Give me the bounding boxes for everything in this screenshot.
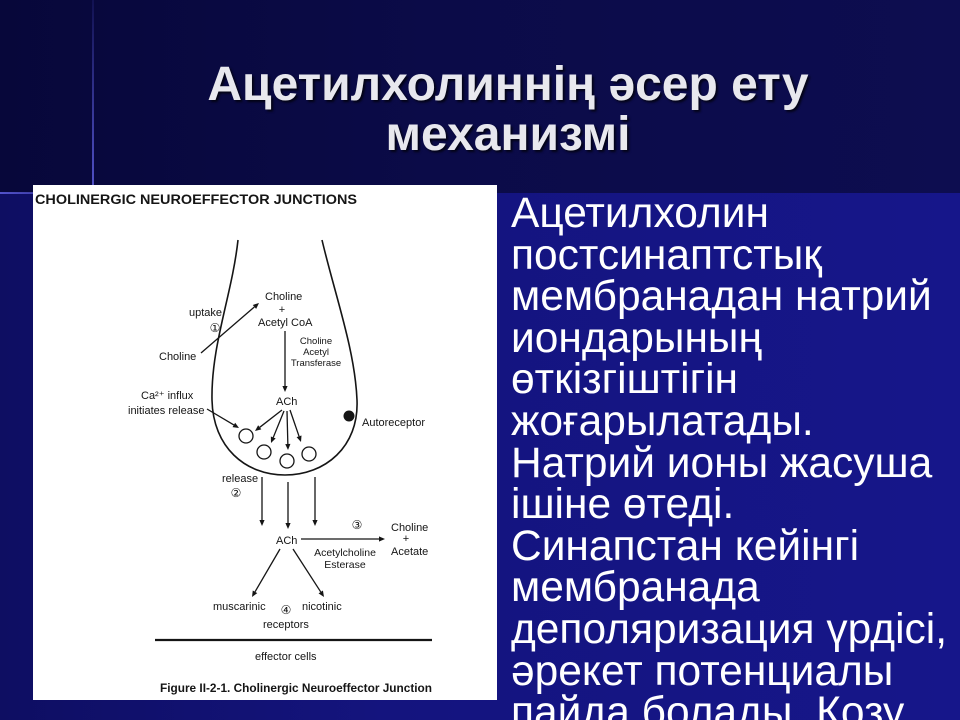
cholinergic-junction-diagram: CHOLINERGIC NEUROEFFECTOR JUNCTIONS Chol… <box>35 192 432 695</box>
body-text-line: мембранада <box>511 564 760 612</box>
vesicle <box>238 428 254 444</box>
step-number-3: ③ <box>352 518 363 532</box>
vesicle <box>301 446 317 462</box>
arrow-head <box>259 520 265 526</box>
label-transferase-line: Transferase <box>291 358 341 369</box>
arrow-head <box>255 425 262 431</box>
ach-to-vesicle-arrow <box>255 409 283 431</box>
arrow-shaft <box>254 548 281 593</box>
body-text-line: жоғарылатады. <box>511 397 814 445</box>
label-plus-top: + <box>279 304 285 316</box>
label-product-plus: + <box>403 533 409 545</box>
arrow-shaft <box>206 408 235 426</box>
slide-background-top-band <box>0 0 960 193</box>
body-text-line: өткізгіштігін <box>511 356 738 404</box>
arrow-head <box>318 590 324 597</box>
cholinergic-junction-figure: CHOLINERGIC NEUROEFFECTOR JUNCTIONS Chol… <box>33 185 497 700</box>
label-acetyl-coa: Acetyl CoA <box>258 317 313 329</box>
body-text-line: мембранадан натрий <box>511 273 932 321</box>
arrow-head <box>285 523 291 529</box>
vesicle <box>256 444 272 460</box>
body-text-line: Синапстан кейінгі <box>511 522 860 570</box>
step-number-2: ② <box>231 486 242 500</box>
step-number-4: ④ <box>281 603 292 617</box>
label-autoreceptor: Autoreceptor <box>362 417 425 429</box>
arrow-head <box>296 435 302 442</box>
body-text-line: постсинаптстық <box>511 231 822 279</box>
acetyl-coa-to-ach-arrow <box>282 331 288 392</box>
body-text-line: әрекет потенциалы <box>511 647 894 695</box>
arrow-head <box>312 520 318 526</box>
label-esterase-line: Esterase <box>324 559 366 571</box>
body-text-line: пайда болады. Қозу <box>511 689 905 720</box>
decorative-vertical-line <box>92 0 94 193</box>
label-release: release <box>222 473 258 485</box>
release-arrow <box>285 482 291 529</box>
release-arrow <box>312 477 318 526</box>
arrow-head <box>252 303 259 309</box>
label-muscarinic: muscarinic <box>213 601 266 613</box>
arrow-shaft <box>289 409 300 437</box>
body-text-line: Натрий ионы жасуша <box>511 439 933 487</box>
label-initiates-release: initiates release <box>128 405 204 417</box>
slide-title: Ацетилхолиннің әсер ету механизмі <box>68 60 948 160</box>
uptake-arrow <box>200 303 259 354</box>
hydrolysis-arrow <box>301 536 385 542</box>
body-text-line: деполяризация үрдісі, <box>511 605 948 653</box>
figure-caption: Figure II-2-1. Cholinergic Neuroeffector… <box>160 683 432 695</box>
nerve-terminal-outline <box>211 239 358 476</box>
vesicle <box>279 453 295 469</box>
arrow-shaft <box>200 306 255 354</box>
label-product-acetate: Acetate <box>391 546 428 558</box>
label-choline-extracellular: Choline <box>159 351 196 363</box>
label-ca-influx: Ca²⁺ influx <box>141 390 194 402</box>
autoreceptor-dot <box>343 410 355 422</box>
arrow-shaft <box>259 409 283 428</box>
label-ach-terminal: ACh <box>276 396 297 408</box>
ach-to-vesicle-arrow <box>285 410 291 450</box>
release-arrow <box>259 477 265 526</box>
muscarinic-receptor-arrow <box>252 548 281 597</box>
slide-title-line: механизмі <box>385 108 631 161</box>
label-uptake: uptake <box>189 307 222 319</box>
label-ach-cleft: ACh <box>276 535 297 547</box>
arrow-head <box>285 443 291 450</box>
label-choline-top: Choline <box>265 291 302 303</box>
label-product-choline: Choline <box>391 522 428 534</box>
label-transferase-line: Choline <box>300 336 332 347</box>
arrow-shaft <box>272 410 285 438</box>
arrow-head <box>282 386 288 392</box>
ca-influx-arrow <box>206 408 239 428</box>
arrow-head <box>270 436 276 443</box>
label-nicotinic: nicotinic <box>302 601 342 613</box>
ach-to-vesicle-arrow <box>289 409 302 442</box>
arrow-head <box>232 422 239 428</box>
body-text-line: Ацетилхолин <box>511 193 769 237</box>
step-number-1: ① <box>210 321 221 335</box>
arrow-head <box>379 536 385 542</box>
ach-to-vesicle-arrow <box>270 410 285 443</box>
label-effector-cells: effector cells <box>255 651 317 663</box>
body-text-line: ішіне өтеді. <box>511 481 735 529</box>
slide-body-text: Ацетилхолин постсинаптстық мембранадан н… <box>511 193 960 720</box>
label-esterase-line: Acetylcholine <box>314 547 376 559</box>
arrow-head <box>252 590 258 597</box>
figure-header: CHOLINERGIC NEUROEFFECTOR JUNCTIONS <box>35 192 357 207</box>
arrow-shaft <box>286 410 289 445</box>
slide-title-line: Ацетилхолиннің әсер ету <box>207 58 809 111</box>
label-transferase-line: Acetyl <box>303 347 329 358</box>
arrow-shaft <box>292 548 322 593</box>
nicotinic-receptor-arrow <box>292 548 324 597</box>
body-text-line: иондарының <box>511 314 762 362</box>
label-receptors: receptors <box>263 619 309 631</box>
